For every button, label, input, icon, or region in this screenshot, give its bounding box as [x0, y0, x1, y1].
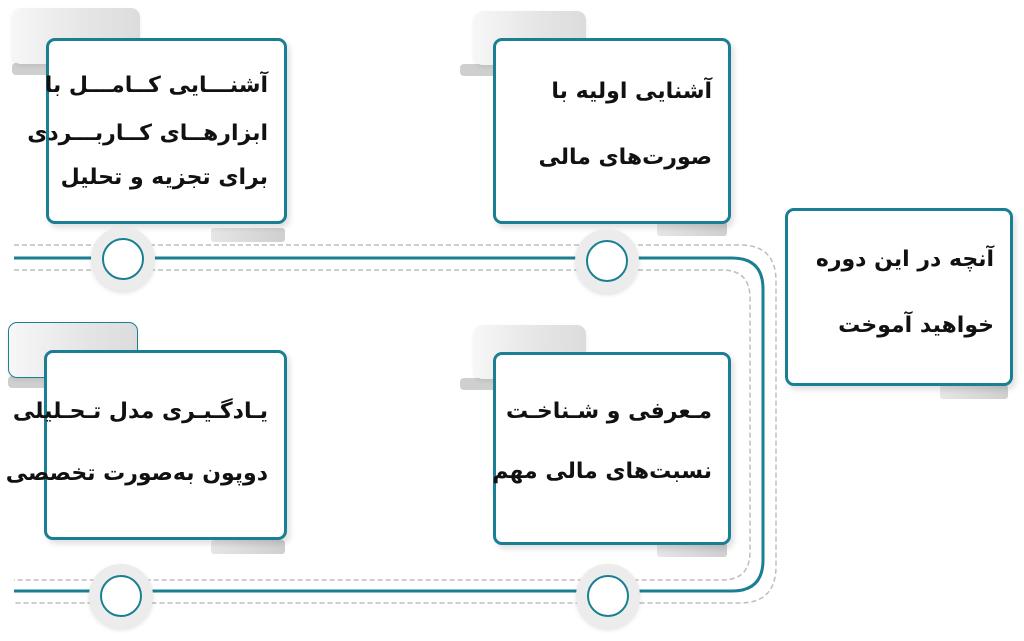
- track-dashed-outer: [14, 244, 777, 604]
- title-card: آنچه در این دوره خواهید آموخت: [785, 208, 1013, 386]
- card-1: آشنایی اولیه با صورت‌های مالی: [493, 38, 731, 224]
- card-4-line-2: دوپون به‌صورت تخصصی: [5, 461, 268, 486]
- card-3-line-1: مـعرفی و شـناخـت: [506, 399, 712, 424]
- track-dashed-inner: [14, 269, 751, 581]
- card-3: مـعرفی و شـناخـت نسبت‌های مالی مهم: [492, 352, 731, 545]
- card-3-bottom-tab: [657, 543, 727, 557]
- timeline-node-3: [576, 564, 640, 628]
- card-1-bottom-tab: [657, 222, 727, 236]
- card-2-line-1: آشنـــایی کــامـــل با: [44, 73, 268, 98]
- title-card-line-2: خواهید آموخت: [838, 313, 994, 338]
- card-4-bottom-tab: [211, 540, 285, 554]
- track-solid: [14, 256, 765, 593]
- card-1-line-1: آشنایی اولیه با: [551, 79, 712, 104]
- card-2: آشنـــایی کــامـــل با ابزارهــای کــارب…: [27, 38, 287, 224]
- timeline-node-2: [91, 227, 155, 291]
- card-4-line-1: یـادگـیـری مدل تـحـلیلی: [12, 399, 268, 424]
- timeline-node-4: [89, 564, 153, 628]
- card-2-line-2: ابزارهــای کــاربـــردی: [27, 121, 268, 146]
- card-4: یـادگـیـری مدل تـحـلیلی دوپون به‌صورت تخ…: [6, 350, 287, 540]
- card-3-line-2: نسبت‌های مالی مهم: [492, 459, 712, 484]
- card-2-bottom-tab: [211, 228, 285, 242]
- card-2-line-3: برای تجزیه و تحلیل: [60, 165, 268, 190]
- timeline-node-1: [575, 229, 639, 293]
- title-card-line-1: آنچه در این دوره: [815, 247, 994, 272]
- title-card-bottom-tab: [940, 385, 1008, 399]
- card-1-line-2: صورت‌های مالی: [538, 145, 712, 170]
